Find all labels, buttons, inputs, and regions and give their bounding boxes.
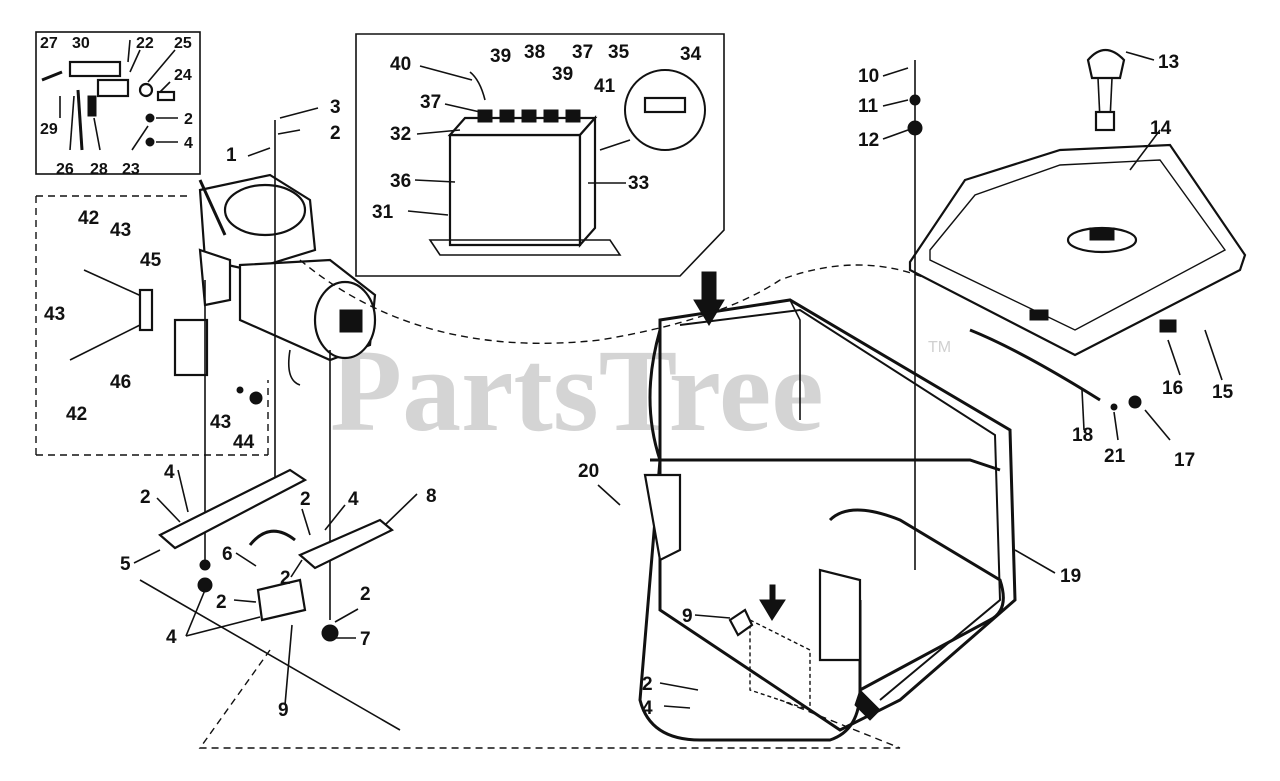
callout-4-inset: 4 [184,135,193,152]
control-panel-detail-group [35,195,269,456]
engine-alternator-assembly [198,120,377,620]
callout-4-rail: 4 [164,462,175,483]
callout-39-left: 39 [490,46,511,67]
callout-4-frame: 4 [642,698,653,719]
callout-15: 15 [1212,382,1234,403]
callout-36: 36 [390,171,411,192]
callout-37-left: 37 [420,92,441,113]
callout-9-left: 9 [278,700,289,721]
callout-2-frame: 2 [642,674,653,695]
callout-26: 26 [56,161,74,178]
callout-19: 19 [1060,566,1081,587]
callout-43-left: 43 [44,304,65,325]
callout-18: 18 [1072,425,1093,446]
callout-30: 30 [72,35,90,52]
tubular-frame [638,298,1017,742]
callout-29: 29 [40,121,58,138]
callout-44: 44 [233,432,255,453]
callout-41: 41 [594,76,616,97]
callout-10: 10 [858,66,879,87]
partstree-watermark: PartsTree [330,325,824,456]
callout-4-bracket: 4 [348,489,359,510]
callout-22: 22 [136,35,154,52]
callout-7: 7 [360,629,371,650]
callout-leaders [133,51,1223,709]
callout-14: 14 [1150,118,1172,139]
callout-39-right: 39 [552,64,573,85]
callout-32: 32 [390,124,411,145]
callout-42-top: 42 [78,208,99,229]
callout-23: 23 [122,161,140,178]
callout-45: 45 [140,250,162,271]
callout-43-bottom: 43 [210,412,231,433]
callout-12: 12 [858,130,879,151]
callout-2-inset: 2 [184,111,193,128]
callout-33: 33 [628,173,649,194]
callout-20: 20 [578,461,599,482]
callout-2: 2 [330,123,341,144]
callout-13: 13 [1158,52,1179,73]
assembly-guide-line [299,259,931,345]
callout-27: 27 [40,35,58,52]
callout-31: 31 [372,202,394,223]
battery-detail-inset [355,33,725,277]
callout-21: 21 [1104,446,1126,467]
callout-43-top: 43 [110,220,131,241]
callout-40: 40 [390,54,411,75]
callout-38: 38 [524,42,545,63]
callout-1: 1 [226,145,237,166]
callout-4-bottom: 4 [166,627,177,648]
callout-2-right: 2 [360,584,371,605]
fuel-tank-assembly [907,48,1247,570]
callout-24: 24 [174,67,192,84]
callout-3: 3 [330,97,341,118]
callout-35: 35 [608,42,630,63]
callout-5: 5 [120,554,131,575]
callout-46: 46 [110,372,131,393]
callout-17: 17 [1174,450,1195,471]
hardware-detail-inset [35,31,201,175]
callout-34: 34 [680,44,702,65]
callout-2-rail: 2 [140,487,151,508]
callout-28: 28 [90,161,108,178]
callout-11: 11 [858,96,879,117]
callout-9-frame: 9 [682,606,693,627]
watermark-trademark: TM [928,339,951,356]
callout-6: 6 [222,544,233,565]
callout-2-cable: 2 [280,568,291,589]
callout-2-bottom: 2 [216,592,227,613]
callout-2-bracket: 2 [300,489,311,510]
mounting-rail-assembly [139,468,901,749]
callout-16: 16 [1162,378,1183,399]
callout-labels: 1 2 3 27 30 22 25 24 2 4 29 26 28 23 42 … [40,35,1234,721]
callout-37-top: 37 [572,42,593,63]
callout-42-bottom: 42 [66,404,87,425]
callout-25: 25 [174,35,192,52]
callout-8: 8 [426,486,437,507]
